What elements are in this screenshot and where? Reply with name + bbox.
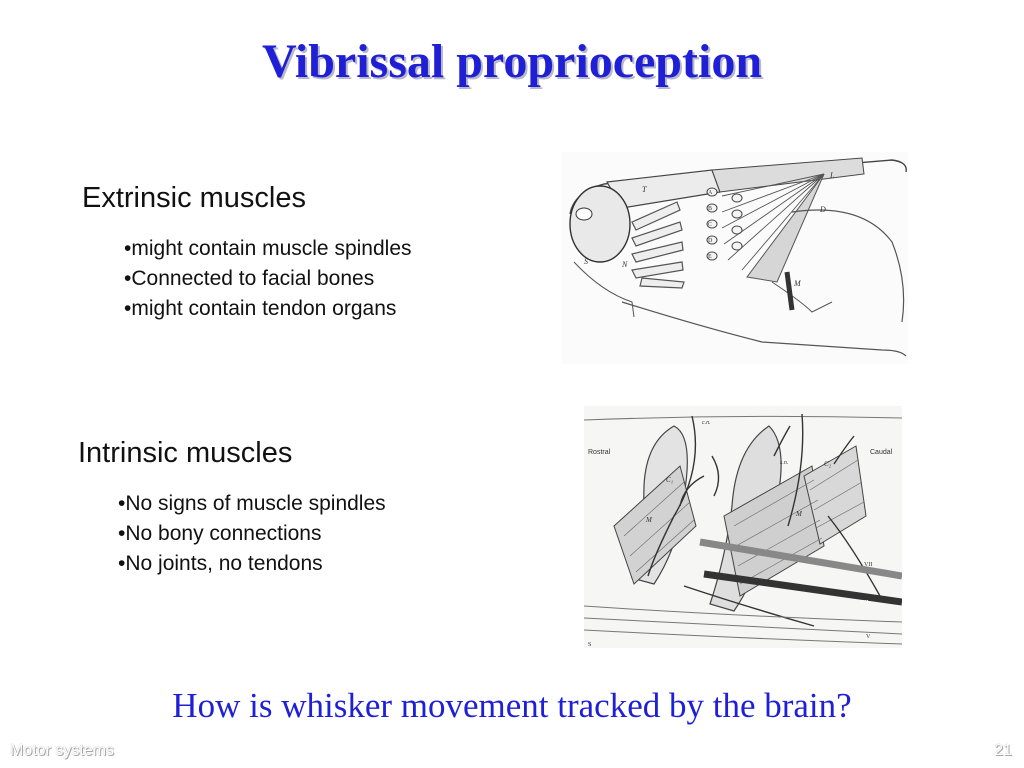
intrinsic-label: Rostral: [588, 449, 611, 456]
footer-slide-number: 21: [994, 742, 1012, 759]
intrinsic-label: s.n.: [780, 460, 788, 466]
intrinsic-muscle-drawing: Rostral Caudal c.n. s.n. C₁ C₂ M M VII V…: [583, 413, 903, 648]
extrinsic-label: D: [819, 205, 826, 214]
extrinsic-label: B: [708, 206, 712, 212]
extrinsic-label: C: [708, 222, 712, 228]
extrinsic-bullet-list: might contain muscle spindles Connected …: [124, 234, 412, 324]
extrinsic-label: M: [793, 279, 802, 288]
extrinsic-label: S: [584, 257, 588, 266]
intrinsic-label: VII: [860, 600, 868, 606]
extrinsic-bullet-item: might contain tendon organs: [124, 294, 412, 324]
intrinsic-label: S: [588, 642, 591, 648]
footer-course-name: Motor systems: [10, 742, 115, 759]
intrinsic-heading: Intrinsic muscles: [78, 437, 293, 469]
intrinsic-label: C₂: [824, 460, 832, 468]
intrinsic-bullet-item: No signs of muscle spindles: [118, 489, 385, 519]
intrinsic-bullet-list: No signs of muscle spindles No bony conn…: [118, 489, 386, 579]
extrinsic-label: T: [642, 185, 647, 194]
slide-title: Vibrissal proprioception: [261, 35, 763, 88]
intrinsic-label: c.n.: [702, 420, 711, 426]
extrinsic-muscles-figure: T L D N S M A B C D E: [562, 152, 908, 364]
extrinsic-label: E: [708, 254, 712, 260]
extrinsic-heading: Extrinsic muscles: [82, 182, 306, 214]
extrinsic-label: N: [621, 260, 628, 269]
intrinsic-bullet-item: No joints, no tendons: [118, 549, 386, 579]
intrinsic-bullet-item: No bony connections: [118, 519, 386, 549]
intrinsic-label: Caudal: [870, 449, 893, 456]
intrinsic-muscles-figure: Rostral Caudal c.n. s.n. C₁ C₂ M M VII V…: [583, 406, 903, 648]
extrinsic-label: A: [708, 190, 713, 196]
intrinsic-label: V: [866, 634, 871, 640]
intrinsic-label: VII: [864, 562, 872, 568]
extrinsic-muscle-drawing: T L D N S M A B C D E: [569, 157, 907, 357]
intrinsic-label: M: [645, 516, 653, 524]
extrinsic-bullet-item: Connected to facial bones: [124, 264, 412, 294]
intrinsic-label: M: [795, 510, 803, 518]
intrinsic-label: C₁: [666, 476, 673, 484]
extrinsic-label: L: [829, 171, 835, 180]
extrinsic-bullet-item: might contain muscle spindles: [124, 234, 411, 264]
closing-question: How is whisker movement tracked by the b…: [172, 686, 852, 725]
extrinsic-label: D: [708, 238, 713, 244]
